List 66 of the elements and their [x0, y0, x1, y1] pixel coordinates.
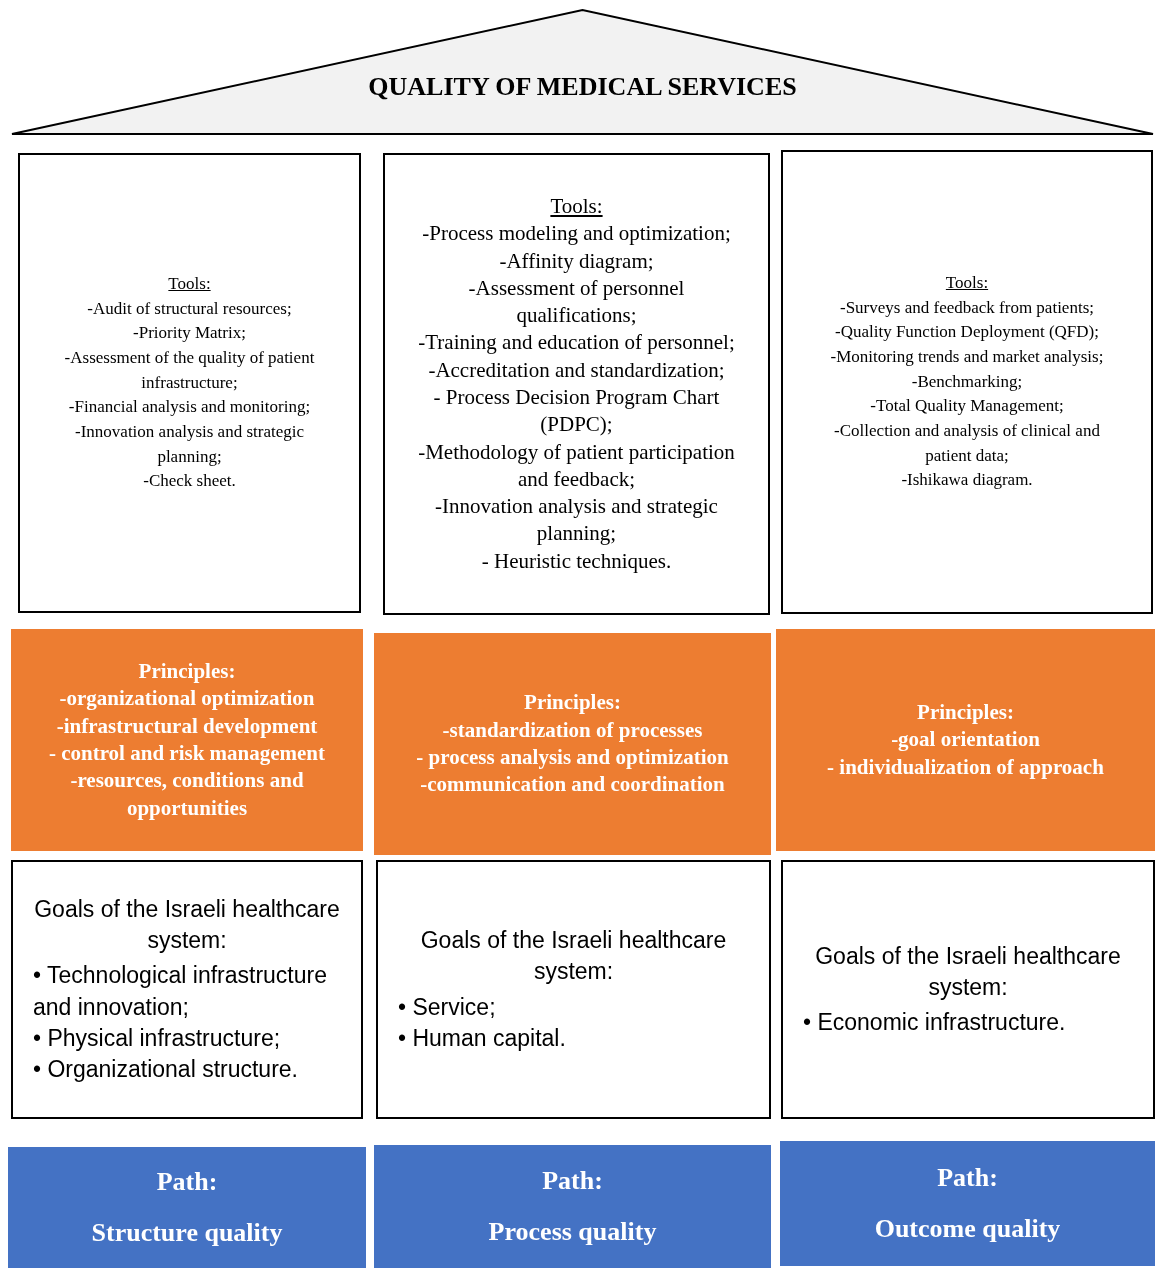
principle-item: - process analysis and optimization — [416, 744, 729, 771]
tool-item: -Benchmarking; — [911, 370, 1023, 393]
path-heading: Path: — [156, 1167, 218, 1198]
tool-item: -Collection and analysis of clinical and patient data; — [833, 419, 1101, 467]
path-heading: Path: — [542, 1166, 603, 1196]
path-name: Outcome quality — [874, 1214, 1061, 1245]
roof-triangle — [10, 8, 1155, 136]
tools-heading: Tools: — [945, 272, 989, 295]
goal-item: • Service; — [398, 992, 497, 1022]
tool-item: - Heuristic techniques. — [481, 547, 672, 575]
goals-box — [376, 860, 771, 1119]
path-heading: Path: — [937, 1162, 998, 1193]
path-panel — [780, 1141, 1155, 1266]
tool-item: -Affinity diagram; — [499, 247, 654, 275]
tool-item: -Total Quality Management; — [870, 395, 1064, 418]
principles-panel — [11, 629, 363, 851]
tool-item: - Process Decision Program Chart (PDPC); — [432, 384, 721, 439]
tool-item: -Assessment of the quality of patient infrastructure; — [63, 347, 316, 394]
principles-heading: Principles: — [138, 658, 236, 686]
tool-item: -Audit of structural resources; — [87, 297, 292, 320]
principles-heading: Principles: — [524, 689, 621, 717]
goals-heading: Goals of the Israeli healthcare system: — [814, 941, 1122, 1002]
goal-item: • Human capital. — [398, 1023, 567, 1053]
goal-item: • Technological infrastructure and innovation; — [33, 961, 328, 1022]
principle-item: -standardization of processes — [442, 716, 703, 744]
tool-item: -Priority Matrix; — [133, 322, 246, 345]
goals-heading: Goals of the Israeli healthcare system: — [33, 895, 341, 956]
tool-item: -Financial analysis and monitoring; — [68, 396, 311, 419]
path-panel — [374, 1145, 771, 1268]
goals-box — [781, 860, 1155, 1119]
principle-item: -goal orientation — [891, 726, 1040, 754]
goals-box — [11, 860, 363, 1119]
principles-panel — [776, 629, 1155, 851]
tools-box — [18, 153, 361, 613]
tool-item: -Ishikawa diagram. — [901, 469, 1033, 492]
principle-item: -infrastructural development — [56, 712, 318, 740]
tools-heading: Tools: — [168, 273, 211, 296]
tool-item: -Innovation analysis and strategic planning; — [434, 493, 719, 548]
principle-item: -resources, conditions and opportunities — [69, 767, 305, 822]
tool-item: -Training and education of personnel; — [418, 329, 735, 357]
path-name: Structure quality — [91, 1217, 283, 1248]
principle-item: -organizational optimization — [59, 685, 315, 713]
tool-item: -Assessment of personnel qualifications; — [467, 274, 686, 330]
tools-box — [383, 153, 770, 615]
principle-item: - control and risk management — [48, 740, 326, 767]
tool-item: -Monitoring trends and market analysis; — [830, 346, 1104, 369]
tool-item: -Quality Function Deployment (QFD); — [835, 321, 1099, 344]
tool-item: -Surveys and feedback from patients; — [840, 296, 1094, 319]
tool-item: -Innovation analysis and strategic planning; — [74, 420, 305, 468]
goal-item: • Economic infrastructure. — [803, 1008, 1067, 1037]
tool-item: -Process modeling and optimization; — [422, 220, 731, 248]
goals-heading: Goals of the Israeli healthcare system: — [419, 926, 728, 987]
tool-item: -Methodology of patient participation and feedback; — [417, 438, 736, 493]
path-panel — [8, 1147, 366, 1268]
goal-item: • Organizational structure. — [33, 1054, 299, 1084]
tool-item: -Accreditation and standardization; — [428, 356, 725, 384]
principles-heading: Principles: — [917, 699, 1014, 727]
principle-item: - individualization of approach — [827, 753, 1104, 781]
title-text: QUALITY OF MEDICAL SERVICES — [368, 72, 797, 102]
tools-heading: Tools: — [550, 192, 603, 220]
tool-item: -Check sheet. — [143, 470, 236, 493]
tools-box — [781, 150, 1153, 614]
goal-item: • Physical infrastructure; — [33, 1023, 282, 1053]
path-name: Process quality — [488, 1217, 657, 1247]
principles-panel — [374, 633, 771, 855]
principle-item: -communication and coordination — [420, 771, 725, 799]
